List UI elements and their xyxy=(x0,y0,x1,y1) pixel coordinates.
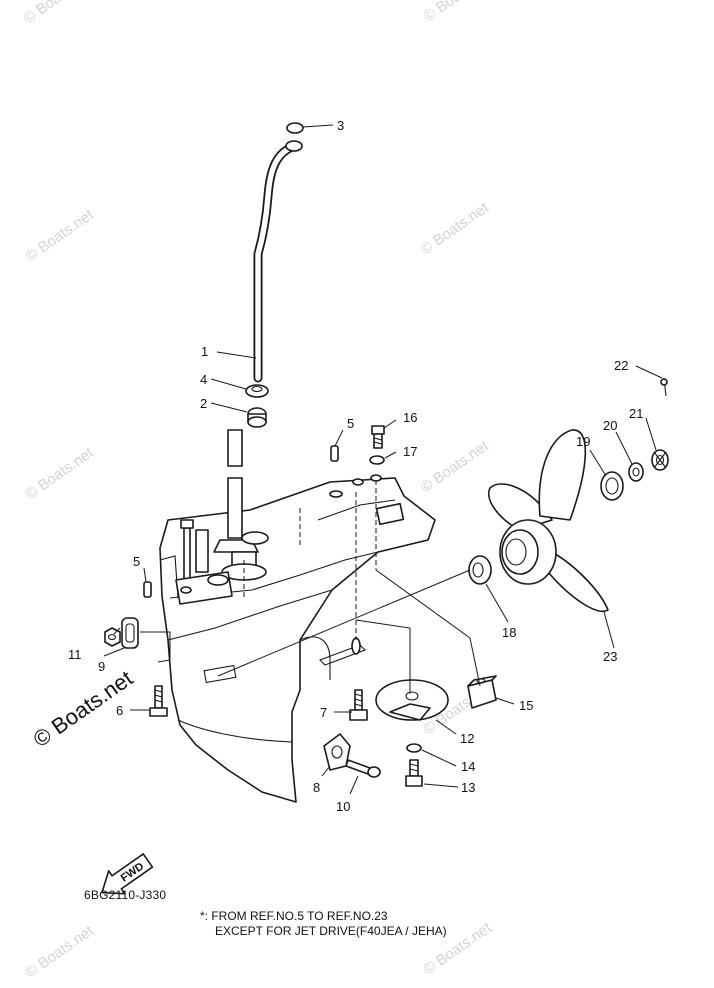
callout-5: 5 xyxy=(133,554,140,569)
callout-labels: 1 2 3 4 5 5 6 7 8 9 10 11 12 13 14 15 16… xyxy=(68,118,643,814)
callout-22: 22 xyxy=(614,358,628,373)
lower-case-housing xyxy=(159,474,436,803)
note-line-2: EXCEPT FOR JET DRIVE(F40JEA / JEHA) xyxy=(215,924,447,938)
part-5-dowel-pin xyxy=(330,445,339,462)
callout-6: 6 xyxy=(116,703,123,718)
part-21-nut xyxy=(651,449,669,471)
watermark: © Boats.net xyxy=(23,444,98,503)
callout-21: 21 xyxy=(629,406,643,421)
callout-14: 14 xyxy=(461,759,475,774)
note-line-1: *: FROM REF.NO.5 TO REF.NO.23 xyxy=(200,909,388,923)
callout-4: 4 xyxy=(200,372,207,387)
watermark: © Boats.net xyxy=(418,437,493,496)
callout-7: 7 xyxy=(320,705,327,720)
part-15-anode xyxy=(467,675,497,709)
reference-lines xyxy=(243,480,377,640)
callout-17: 17 xyxy=(403,444,417,459)
callout-20: 20 xyxy=(603,418,617,433)
callout-18: 18 xyxy=(502,625,516,640)
part-10-bolt xyxy=(345,759,381,778)
part-20-washer xyxy=(628,462,644,482)
callout-12: 12 xyxy=(460,731,474,746)
watermark: © Boats.net xyxy=(23,922,98,981)
part-14-washer xyxy=(406,743,422,753)
part-7-bolt xyxy=(349,689,368,721)
part-12-trim-tab xyxy=(375,679,449,721)
callout-23: 23 xyxy=(603,649,617,664)
callout-8: 8 xyxy=(313,780,320,795)
part-9-cover xyxy=(121,617,139,649)
watermark-group: © Boats.net © Boats.net © Boats.net © Bo… xyxy=(21,0,496,981)
part-2-seal xyxy=(247,407,267,428)
part-8-cover xyxy=(323,733,351,771)
callout-16: 16 xyxy=(403,410,417,425)
watermark: © Boats.net xyxy=(418,199,493,258)
callout-10: 10 xyxy=(336,799,350,814)
part-23-propeller xyxy=(487,429,609,612)
watermark: © Boats.net xyxy=(421,0,496,25)
part-16-bolt xyxy=(371,425,385,449)
part-4-grommet xyxy=(245,384,269,398)
leader-lines xyxy=(103,124,663,795)
part-1-water-tube xyxy=(253,140,303,383)
part-6-bolt xyxy=(149,685,168,717)
callout-3: 3 xyxy=(337,118,344,133)
part-19-spacer xyxy=(600,471,624,501)
part-3-grommet xyxy=(286,122,304,134)
callout-15: 15 xyxy=(519,698,533,713)
shift-rod-assembly xyxy=(175,519,233,605)
callout-1: 1 xyxy=(201,344,208,359)
callout-19: 19 xyxy=(576,434,590,449)
callout-13: 13 xyxy=(461,780,475,795)
part-11-nut xyxy=(104,627,121,647)
diagram-code: 6BG2110-J330 xyxy=(84,888,167,902)
part-5-dowel-pin xyxy=(143,581,152,598)
diagram-note: *: FROM REF.NO.5 TO REF.NO.23 EXCEPT FOR… xyxy=(200,909,447,939)
callout-2: 2 xyxy=(200,396,207,411)
part-18-thrust-washer xyxy=(468,555,492,585)
callout-9: 9 xyxy=(98,659,105,674)
watermark: © Boats.net xyxy=(23,206,98,265)
drive-shaft xyxy=(213,429,269,581)
part-17-washer xyxy=(369,455,385,465)
callout-11: 11 xyxy=(68,647,82,662)
watermark: © Boats.net xyxy=(21,0,96,27)
part-22-cotter-pin xyxy=(660,377,668,397)
part-13-bolt xyxy=(405,759,423,787)
callout-5: 5 xyxy=(347,416,354,431)
